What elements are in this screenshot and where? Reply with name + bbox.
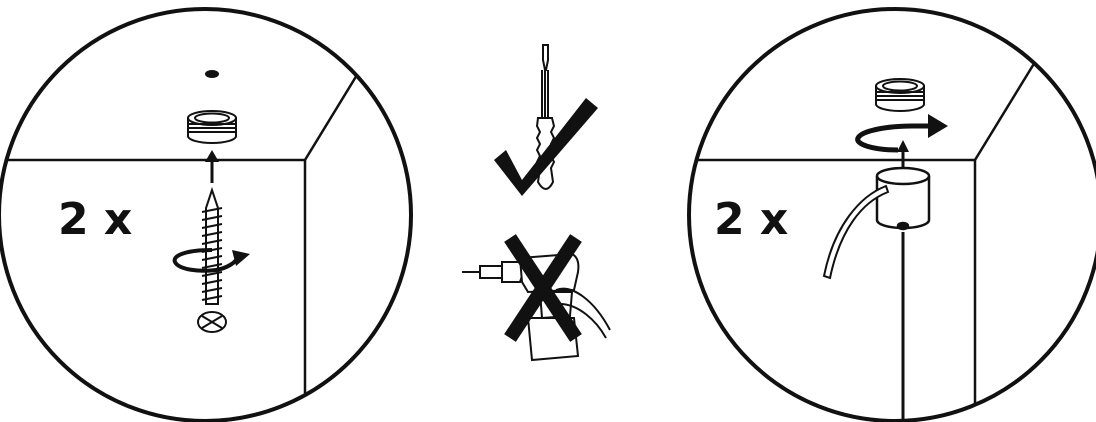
up-arrow-icon — [897, 140, 909, 168]
threaded-cap-icon — [187, 110, 237, 144]
drill-hole-icon — [205, 70, 219, 78]
left-ceiling-corner — [0, 69, 362, 421]
left-detail-panel: 2 x — [0, 7, 413, 422]
right-ceiling-corner — [690, 61, 1037, 421]
allowed-tool-group — [494, 44, 598, 196]
right-detail-panel: 2 x — [687, 7, 1096, 422]
checkmark-icon — [494, 98, 598, 196]
forbidden-tool-group — [462, 234, 611, 362]
left-count-label: 2 x — [58, 194, 132, 245]
forbidden-x-icon — [504, 234, 582, 342]
ceiling-hanger-icon — [875, 166, 931, 231]
rotate-clockwise-icon — [172, 248, 250, 273]
up-arrow-icon — [205, 150, 219, 183]
rotate-clockwise-icon — [855, 114, 948, 153]
threaded-cap-icon — [875, 78, 925, 112]
left-detail-circle — [0, 7, 413, 422]
right-detail-circle — [687, 7, 1096, 422]
right-count-label: 2 x — [714, 194, 788, 245]
screw-icon — [197, 186, 227, 333]
power-cable — [822, 184, 890, 280]
